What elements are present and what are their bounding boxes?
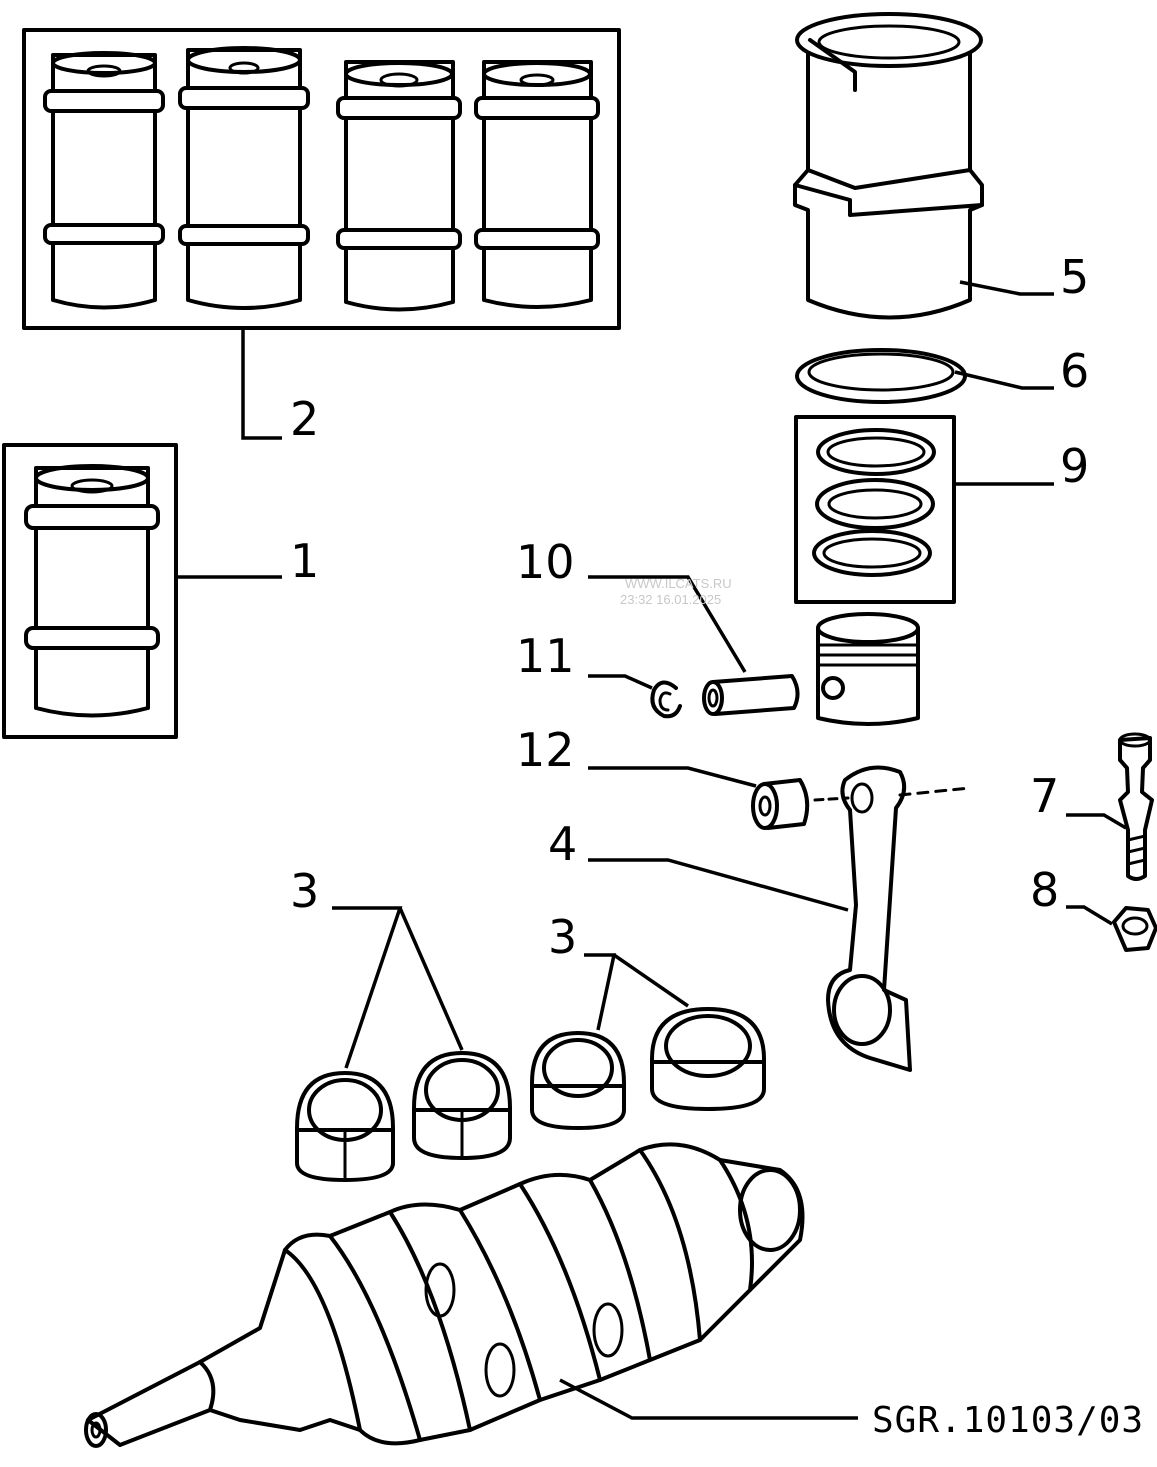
liner-set-box — [22, 28, 621, 330]
bush-part — [588, 766, 810, 830]
liner-set-group — [22, 28, 621, 440]
crankshaft-part — [84, 1142, 858, 1448]
liner-set-liner-4 — [474, 60, 600, 309]
piston-pin-part — [588, 575, 800, 716]
bearing-shells-left — [295, 906, 512, 1182]
callout-6: 6 — [1060, 344, 1089, 398]
callout-10: 10 — [516, 535, 575, 589]
cylinder-liner-part — [793, 12, 1054, 320]
drawing-reference: SGR.10103/03 — [872, 1400, 1144, 1441]
callout-5: 5 — [1060, 250, 1089, 304]
callout-3-main: 3 — [290, 864, 319, 918]
callout-11: 11 — [516, 629, 575, 683]
bolt-part — [1066, 732, 1154, 881]
circlip-part — [588, 674, 682, 719]
liner-single — [24, 464, 160, 718]
liner-set-liner-2 — [178, 46, 310, 310]
piston-rings-group — [794, 415, 1054, 604]
callout-7: 7 — [1030, 769, 1059, 823]
callout-8: 8 — [1030, 863, 1059, 917]
liner-single-group — [2, 443, 282, 739]
callout-3-rod: 3 — [548, 910, 577, 964]
connecting-rod-part — [588, 765, 972, 1072]
callout-4: 4 — [548, 817, 577, 871]
callout-9: 9 — [1060, 439, 1089, 493]
callout-2: 2 — [290, 392, 319, 446]
watermark-timestamp: 23:32 16.01.2025 — [620, 592, 721, 607]
callout-1: 1 — [290, 534, 319, 588]
bearing-shells-right — [530, 953, 766, 1130]
piston-part — [816, 612, 920, 726]
piston-rings-box — [794, 415, 956, 604]
watermark-site: WWW.ILCATS.RU — [625, 576, 732, 591]
liner-set-liner-3 — [336, 60, 462, 312]
nut-part — [1066, 905, 1157, 952]
seal-ring-part — [795, 348, 1054, 404]
liner-set-liner-1 — [43, 51, 165, 310]
liner-single-box — [2, 443, 178, 739]
callout-12: 12 — [516, 723, 575, 777]
